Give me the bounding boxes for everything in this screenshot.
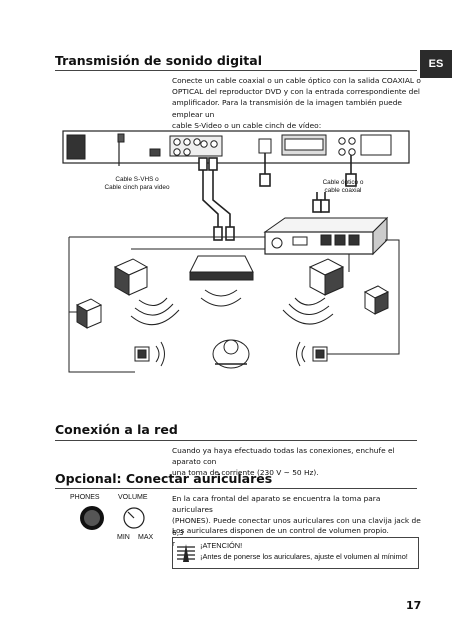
rear-left-speaker [75, 298, 103, 329]
section-title-headphones: Opcional: Conectar auriculares [55, 471, 273, 486]
listener-figure [212, 339, 250, 369]
warning-title: ¡ATENCIÓN! [200, 541, 243, 550]
audio-cable-label-line: Cable óptico o [322, 179, 364, 186]
mains-connection-paragraph: Cuando ya haya efectuado todas las conex… [172, 445, 422, 479]
warning-text: ¡Antes de ponerse los auriculares, ajust… [200, 552, 408, 561]
warning-icon [175, 541, 197, 565]
phones-label: PHONES [70, 494, 100, 501]
digital-audio-cables [259, 153, 357, 213]
paragraph-line: OPTICAL del reproductor DVD y con la ent… [172, 87, 420, 97]
front-left-speaker [113, 258, 149, 296]
video-cable-label-line: Cable cinch para video [104, 184, 170, 191]
sound-waves [130, 289, 334, 367]
section-title-mains-connection: Conexión a la red [55, 422, 178, 437]
section-divider [55, 70, 417, 71]
paragraph-line: una toma de corriente (230 V ~ 50 Hz). [172, 468, 319, 478]
dvd-player-rear-panel [62, 130, 410, 164]
audio-cable-label-line: cable coaxial [324, 187, 362, 194]
rear-right-speaker [363, 285, 390, 315]
section-divider [55, 440, 417, 441]
front-right-speaker [308, 258, 345, 296]
warning-box: ¡ATENCIÓN! ¡Antes de ponerse los auricul… [172, 537, 419, 569]
speaker-wiring [68, 236, 400, 373]
paragraph-line: Cuando ya haya efectuado todas las conex… [172, 446, 395, 467]
section-title-digital-sound: Transmisión de sonido digital [55, 53, 263, 68]
amplifier [263, 216, 389, 256]
paragraph-line: cable S-Video o un cable cinch de vídeo: [172, 120, 322, 130]
headphone-panel-illustration [80, 506, 145, 530]
digital-sound-paragraph: Conecte un cable coaxial o un cable ópti… [172, 75, 422, 131]
audio-cable-label: Cable óptico o cable coaxial [308, 179, 378, 195]
section-divider [55, 488, 417, 489]
language-tab: ES [420, 50, 452, 78]
center-speaker [189, 255, 254, 281]
surround-speaker-left [134, 346, 150, 362]
headphones-volume-paragraph: Los auriculares disponen de un control d… [172, 526, 389, 535]
paragraph-line: En la cara frontal del aparato se encuen… [172, 494, 381, 515]
volume-min-label: MIN [117, 534, 130, 541]
video-cable-label-line: Cable S-VHS o [115, 176, 159, 183]
page-number: 17 [406, 599, 422, 612]
paragraph-line: Conecte un cable coaxial o un cable ópti… [172, 76, 421, 85]
volume-label: VOLUME [118, 494, 148, 501]
video-cable-label: Cable S-VHS o Cable cinch para video [92, 176, 182, 192]
video-cables [198, 157, 235, 241]
paragraph-line: (PHONES). Puede conectar unos auriculare… [172, 516, 421, 537]
paragraph-line: amplificador. Para la transmisión de la … [172, 98, 402, 119]
surround-speaker-right [312, 346, 328, 362]
volume-max-label: MAX [138, 534, 154, 541]
connection-diagram [62, 130, 410, 373]
